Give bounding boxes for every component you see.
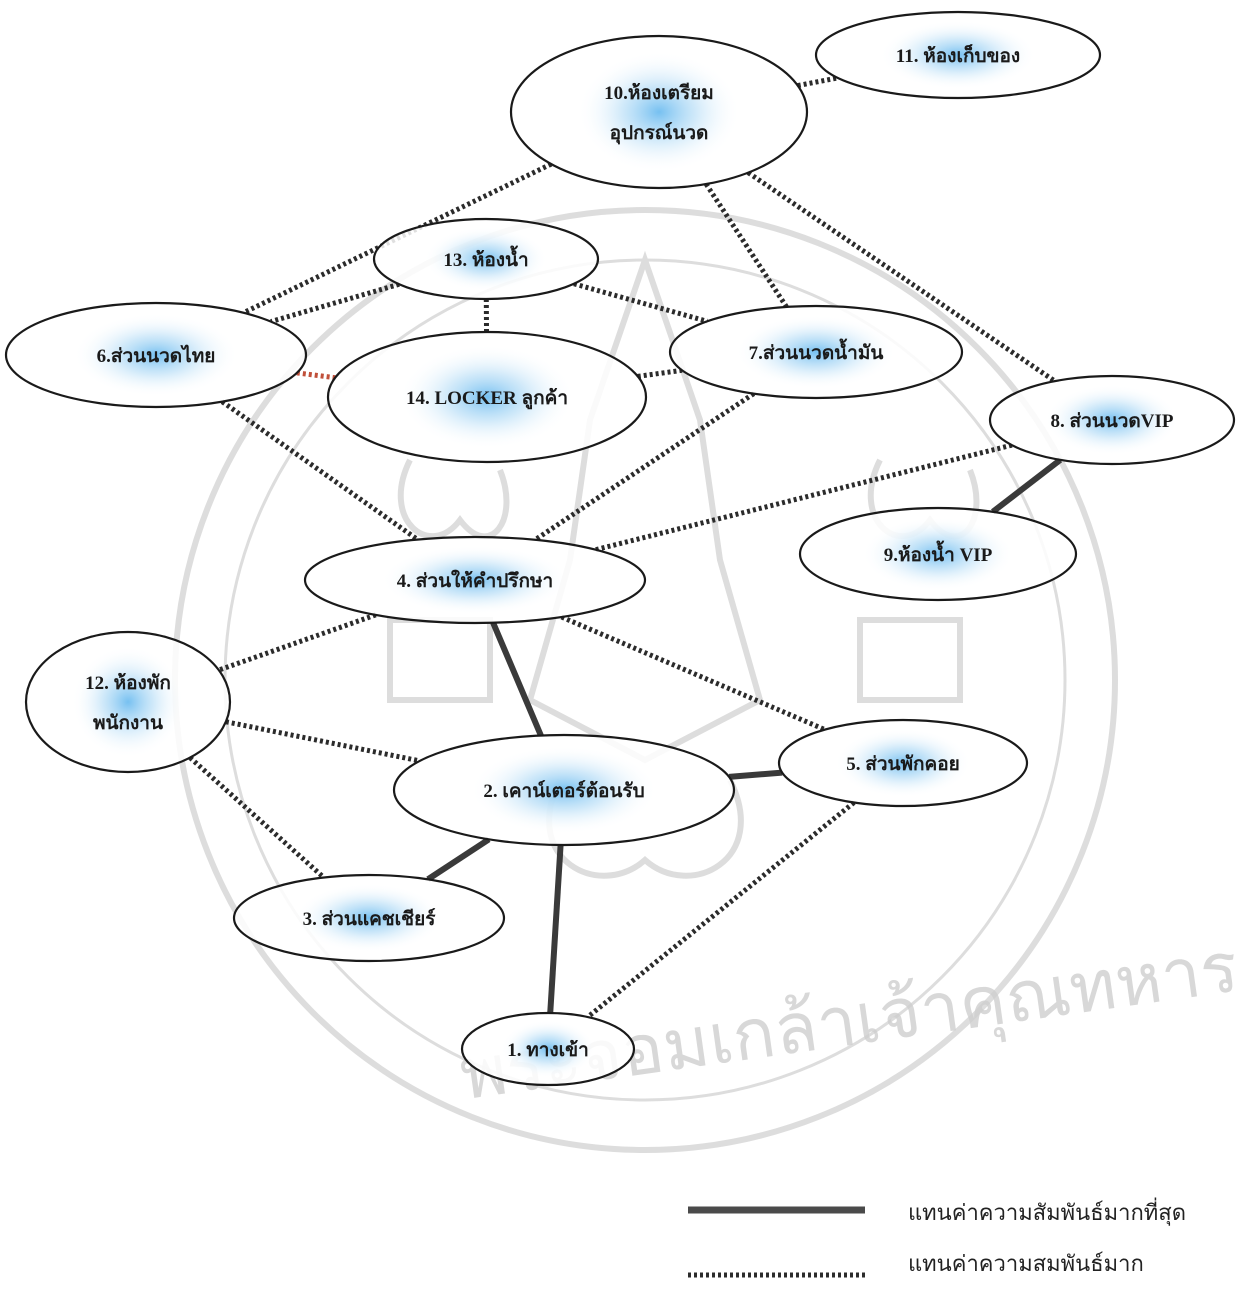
edge-n2-n5 <box>728 769 783 780</box>
legend-solid-label: แทนค่าความสัมพันธ์มากที่สุด <box>908 1197 1186 1226</box>
edge-n2-n1 <box>547 844 564 1014</box>
node-glow <box>834 728 972 798</box>
edge-n14-n7 <box>637 367 683 379</box>
node-label: 13. ห้องน้ำ <box>443 245 528 271</box>
node-glow <box>500 1020 596 1078</box>
edge-n8-n9 <box>990 457 1063 515</box>
node-glow <box>294 883 444 953</box>
node-label: 6.ส่วนนวดไทย <box>97 344 216 367</box>
node-label: 7.ส่วนนวดน้ำมัน <box>749 338 884 364</box>
node-label: 2. เคาน์เตอร์ต้อนรับ <box>483 780 644 802</box>
node-glow <box>1044 384 1180 456</box>
node-glow <box>879 20 1037 90</box>
node-label: 4. ส่วนให้คำปรึกษา <box>397 569 553 592</box>
node-label: 12. ห้องพัก <box>85 672 171 694</box>
edge-n12-n2 <box>225 719 421 764</box>
node-glow <box>73 313 239 397</box>
node-n12: 12. ห้องพักพนักงาน <box>24 630 232 774</box>
nodes-layer: 1. ทางเข้า 2. เคาน์เตอร์ต้อนรับ 3. ส่วนแคช… <box>4 10 1236 1087</box>
node-glow <box>577 51 741 173</box>
node-glow <box>381 545 569 615</box>
edge-n12-n3 <box>188 755 326 880</box>
node-n2: 2. เคาน์เตอร์ต้อนรับ <box>392 733 736 847</box>
edges-layer <box>188 75 1063 1020</box>
node-n14: 14. LOCKER ลูกค้า <box>326 330 648 464</box>
legend: แทนค่าความสัมพันธ์มากที่สุด แทนค่าความสม… <box>688 1197 1186 1278</box>
node-n11: 11. ห้องเก็บของ <box>814 10 1102 100</box>
edge-n2-n4 <box>490 621 544 737</box>
node-n6: 6.ส่วนนวดไทย <box>4 301 308 409</box>
edge-n13-n7 <box>573 281 708 324</box>
edge-n10-n7 <box>704 182 789 309</box>
node-label: 8. ส่วนนวดVIP <box>1051 411 1174 432</box>
node-glow <box>399 345 575 449</box>
node-glow <box>71 646 185 758</box>
node-n1: 1. ทางเข้า <box>460 1011 636 1087</box>
edge-n13-n6 <box>270 281 400 324</box>
node-n5: 5. ส่วนพักคอย <box>777 718 1029 808</box>
node-label: 9.ห้องน้ำ VIP <box>884 540 993 566</box>
node-n4: 4. ส่วนให้คำปรึกษา <box>303 535 647 625</box>
node-label: 3. ส่วนแคชเชียร์ <box>303 908 437 930</box>
node-glow <box>424 227 548 291</box>
edge-n7-n4 <box>533 391 756 542</box>
node-n3: 3. ส่วนแคชเชียร์ <box>232 873 506 963</box>
node-label: 14. LOCKER ลูกค้า <box>406 387 568 410</box>
node-label: 10.ห้องเตรียม <box>604 82 714 104</box>
edge-n10-n8 <box>746 170 1057 384</box>
edge-n10-n11 <box>797 75 839 89</box>
edge-n6-n4 <box>220 399 420 542</box>
node-label: พนักงาน <box>93 713 163 734</box>
node-glow <box>735 315 897 389</box>
node-label: 1. ทางเข้า <box>507 1039 589 1061</box>
edge-n5-n1 <box>586 800 856 1020</box>
node-label: 11. ห้องเก็บของ <box>896 43 1020 67</box>
node-label: อุปกรณ์นวด <box>610 122 709 145</box>
node-label: 5. ส่วนพักคอย <box>846 754 960 775</box>
edge-n4-n5 <box>560 614 826 732</box>
node-glow <box>862 517 1014 591</box>
node-n7: 7.ส่วนนวดน้ำมัน <box>668 304 964 400</box>
node-n8: 8. ส่วนนวดVIP <box>988 374 1236 466</box>
node-n9: 9.ห้องน้ำ VIP <box>798 506 1078 602</box>
node-n13: 13. ห้องน้ำ <box>372 217 600 301</box>
edge-n2-n3 <box>426 836 491 882</box>
node-glow <box>470 746 658 834</box>
edge-n4-n12 <box>217 612 377 673</box>
legend-dotted-label: แทนค่าความสมพันธ์มาก <box>908 1251 1144 1276</box>
edge-n6-n14 <box>296 370 336 381</box>
node-n10: 10.ห้องเตรียมอุปกรณ์นวด <box>509 34 809 190</box>
